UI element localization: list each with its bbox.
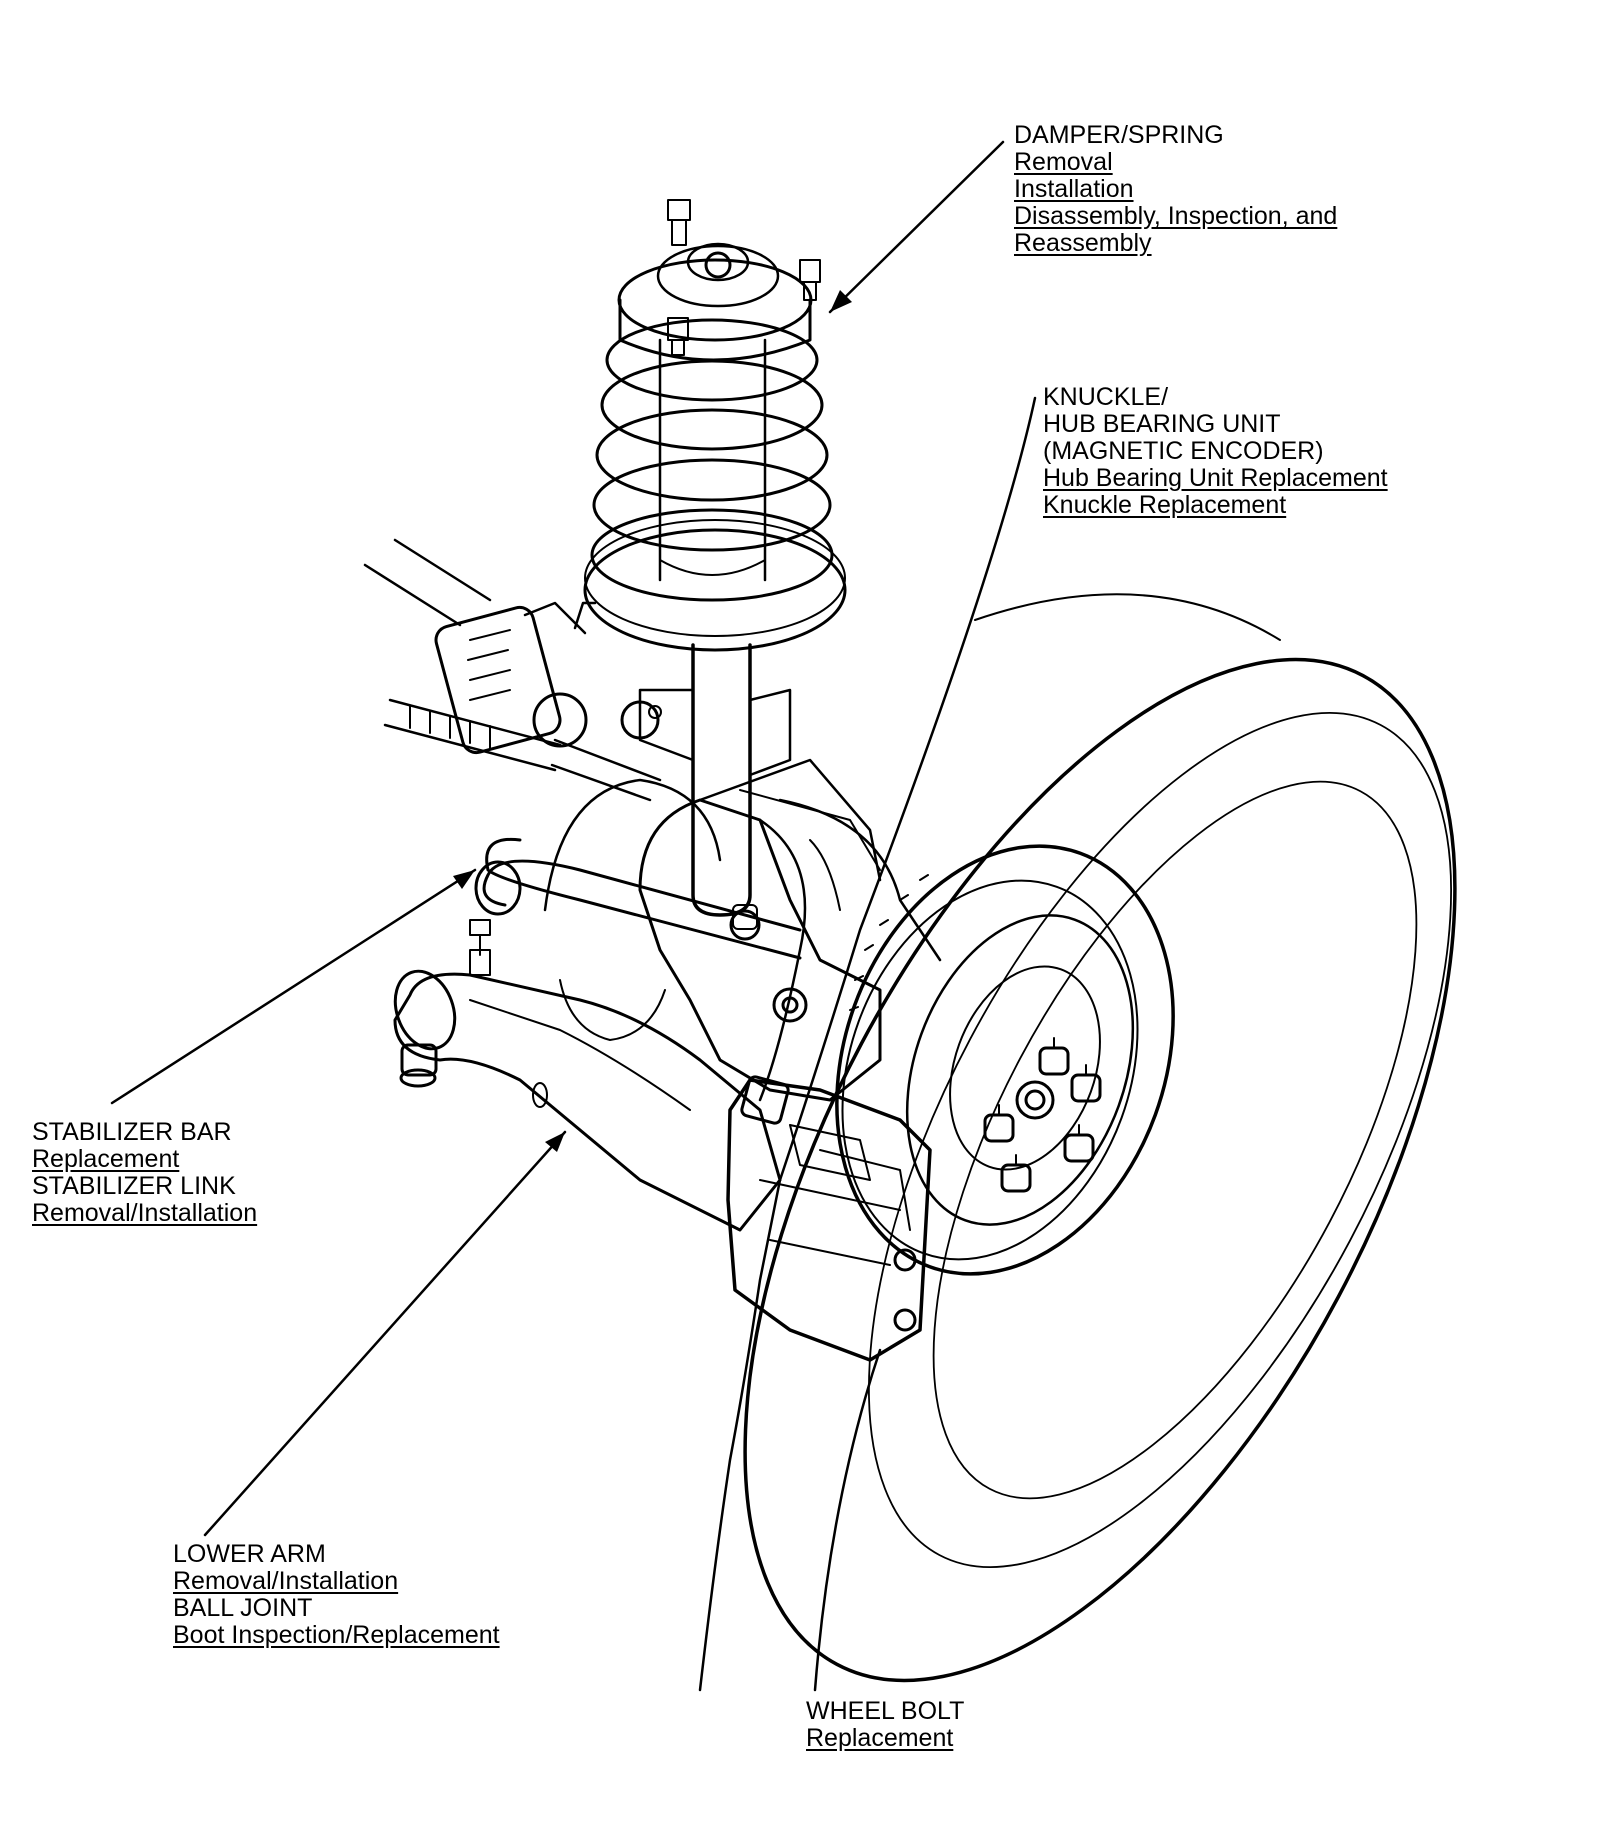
tire bbox=[743, 593, 1457, 1683]
damper-reassembly-link[interactable]: Reassembly bbox=[1014, 229, 1152, 257]
leader-stabilizer bbox=[110, 868, 477, 1105]
arrow-damper-icon bbox=[830, 290, 852, 312]
brake-caliper bbox=[726, 1075, 932, 1362]
wheel-bolt-replacement-link[interactable]: Replacement bbox=[806, 1724, 954, 1752]
lower-arm-removal-link[interactable]: Removal/Installation bbox=[173, 1567, 399, 1595]
hub-bearing-replacement-link[interactable]: Hub Bearing Unit Replacement bbox=[1043, 464, 1388, 492]
lower-arm bbox=[393, 919, 782, 1232]
leader-wheel-bolt bbox=[813, 1348, 882, 1692]
mount-studs bbox=[667, 199, 821, 356]
damper-installation-link[interactable]: Installation bbox=[1014, 175, 1134, 203]
damper-disassembly-link[interactable]: Disassembly, Inspection, and bbox=[1014, 202, 1338, 230]
wheel-bolts bbox=[983, 1037, 1102, 1193]
stabilizer-bar-title: STABILIZER BAR bbox=[32, 1118, 232, 1146]
knuckle-title-line-3: (MAGNETIC ENCODER) bbox=[1043, 437, 1324, 465]
coil-spring bbox=[583, 242, 847, 652]
arrow-stabilizer-icon bbox=[453, 870, 475, 889]
stabilizer-link-removal-link[interactable]: Removal/Installation bbox=[32, 1199, 258, 1227]
drive-shaft bbox=[363, 538, 662, 802]
wheel-bolt-callout: WHEEL BOLT Replacement bbox=[806, 1698, 964, 1752]
ball-joint-boot-link[interactable]: Boot Inspection/Replacement bbox=[173, 1621, 500, 1649]
lower-arm-callout: LOWER ARM Removal/Installation BALL JOIN… bbox=[173, 1541, 500, 1649]
damper-spring-title: DAMPER/SPRING bbox=[1014, 121, 1224, 149]
damper-spring-callout: DAMPER/SPRING Removal Installation Disas… bbox=[1014, 122, 1337, 257]
leader-damper bbox=[828, 140, 1005, 314]
damper-removal-link[interactable]: Removal bbox=[1014, 148, 1113, 176]
knuckle-title-line-2: HUB BEARING UNIT bbox=[1043, 410, 1281, 438]
stabilizer-link-title: STABILIZER LINK bbox=[32, 1172, 236, 1200]
lower-arm-title: LOWER ARM bbox=[173, 1540, 326, 1568]
knuckle bbox=[543, 758, 882, 1102]
damper bbox=[638, 643, 881, 917]
brake-disc bbox=[835, 844, 1175, 1276]
knuckle-replacement-link[interactable]: Knuckle Replacement bbox=[1043, 491, 1287, 519]
knuckle-callout: KNUCKLE/ HUB BEARING UNIT (MAGNETIC ENCO… bbox=[1043, 384, 1388, 519]
ball-joint-title: BALL JOINT bbox=[173, 1594, 313, 1622]
leader-lower-arm bbox=[203, 1130, 567, 1537]
wheel-bolt-title: WHEEL BOLT bbox=[806, 1697, 965, 1725]
leader-lines bbox=[110, 140, 1037, 1692]
stabilizer-bar-replacement-link[interactable]: Replacement bbox=[32, 1145, 180, 1173]
stabilizer-callout: STABILIZER BAR Replacement STABILIZER LI… bbox=[32, 1119, 257, 1227]
leader-knuckle bbox=[698, 396, 1037, 1692]
arrow-lower-arm-icon bbox=[545, 1132, 565, 1152]
brake-hose bbox=[758, 798, 942, 1102]
knuckle-title-line-1: KNUCKLE/ bbox=[1043, 383, 1169, 411]
